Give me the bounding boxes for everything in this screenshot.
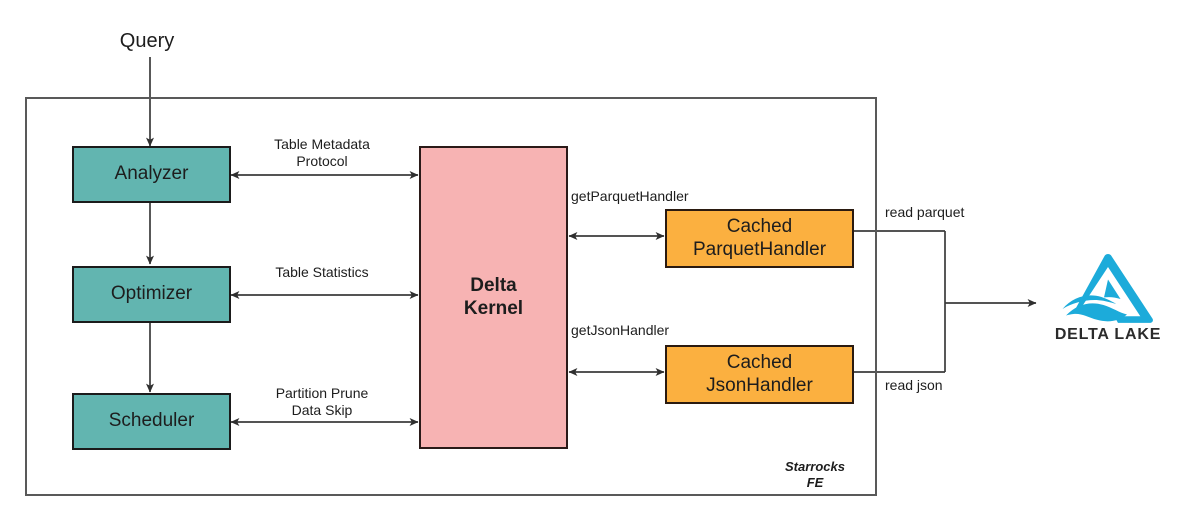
starrocks-fe-label: Starrocks FE [785, 459, 845, 490]
delta-lake-triangle-icon [1062, 254, 1153, 323]
delta-lake-logo: DELTA LAKE [1048, 252, 1168, 352]
node-optimizer[interactable]: Optimizer [72, 266, 231, 323]
node-scheduler[interactable]: Scheduler [72, 393, 231, 450]
edge-label-table-metadata-protocol: Table Metadata Protocol [274, 136, 370, 170]
node-delta-kernel[interactable]: Delta Kernel [419, 146, 568, 449]
query-label: Query [119, 30, 175, 52]
edge-label-read-parquet: read parquet [885, 204, 965, 220]
node-cached-parquet-handler[interactable]: Cached ParquetHandler [665, 209, 854, 268]
edge-label-get-json-handler: getJsonHandler [571, 322, 670, 338]
delta-lake-wordmark: DELTA LAKE [1054, 326, 1162, 343]
edge-label-get-parquet-handler: getParquetHandler [571, 188, 689, 204]
edge-label-table-statistics: Table Statistics [275, 264, 369, 280]
starrocks-fe-container [25, 97, 877, 496]
edge-label-partition-prune-data-skip: Partition Prune Data Skip [275, 385, 369, 419]
node-cached-json-handler[interactable]: Cached JsonHandler [665, 345, 854, 404]
node-analyzer[interactable]: Analyzer [72, 146, 231, 203]
edge-label-read-json: read json [885, 377, 943, 393]
